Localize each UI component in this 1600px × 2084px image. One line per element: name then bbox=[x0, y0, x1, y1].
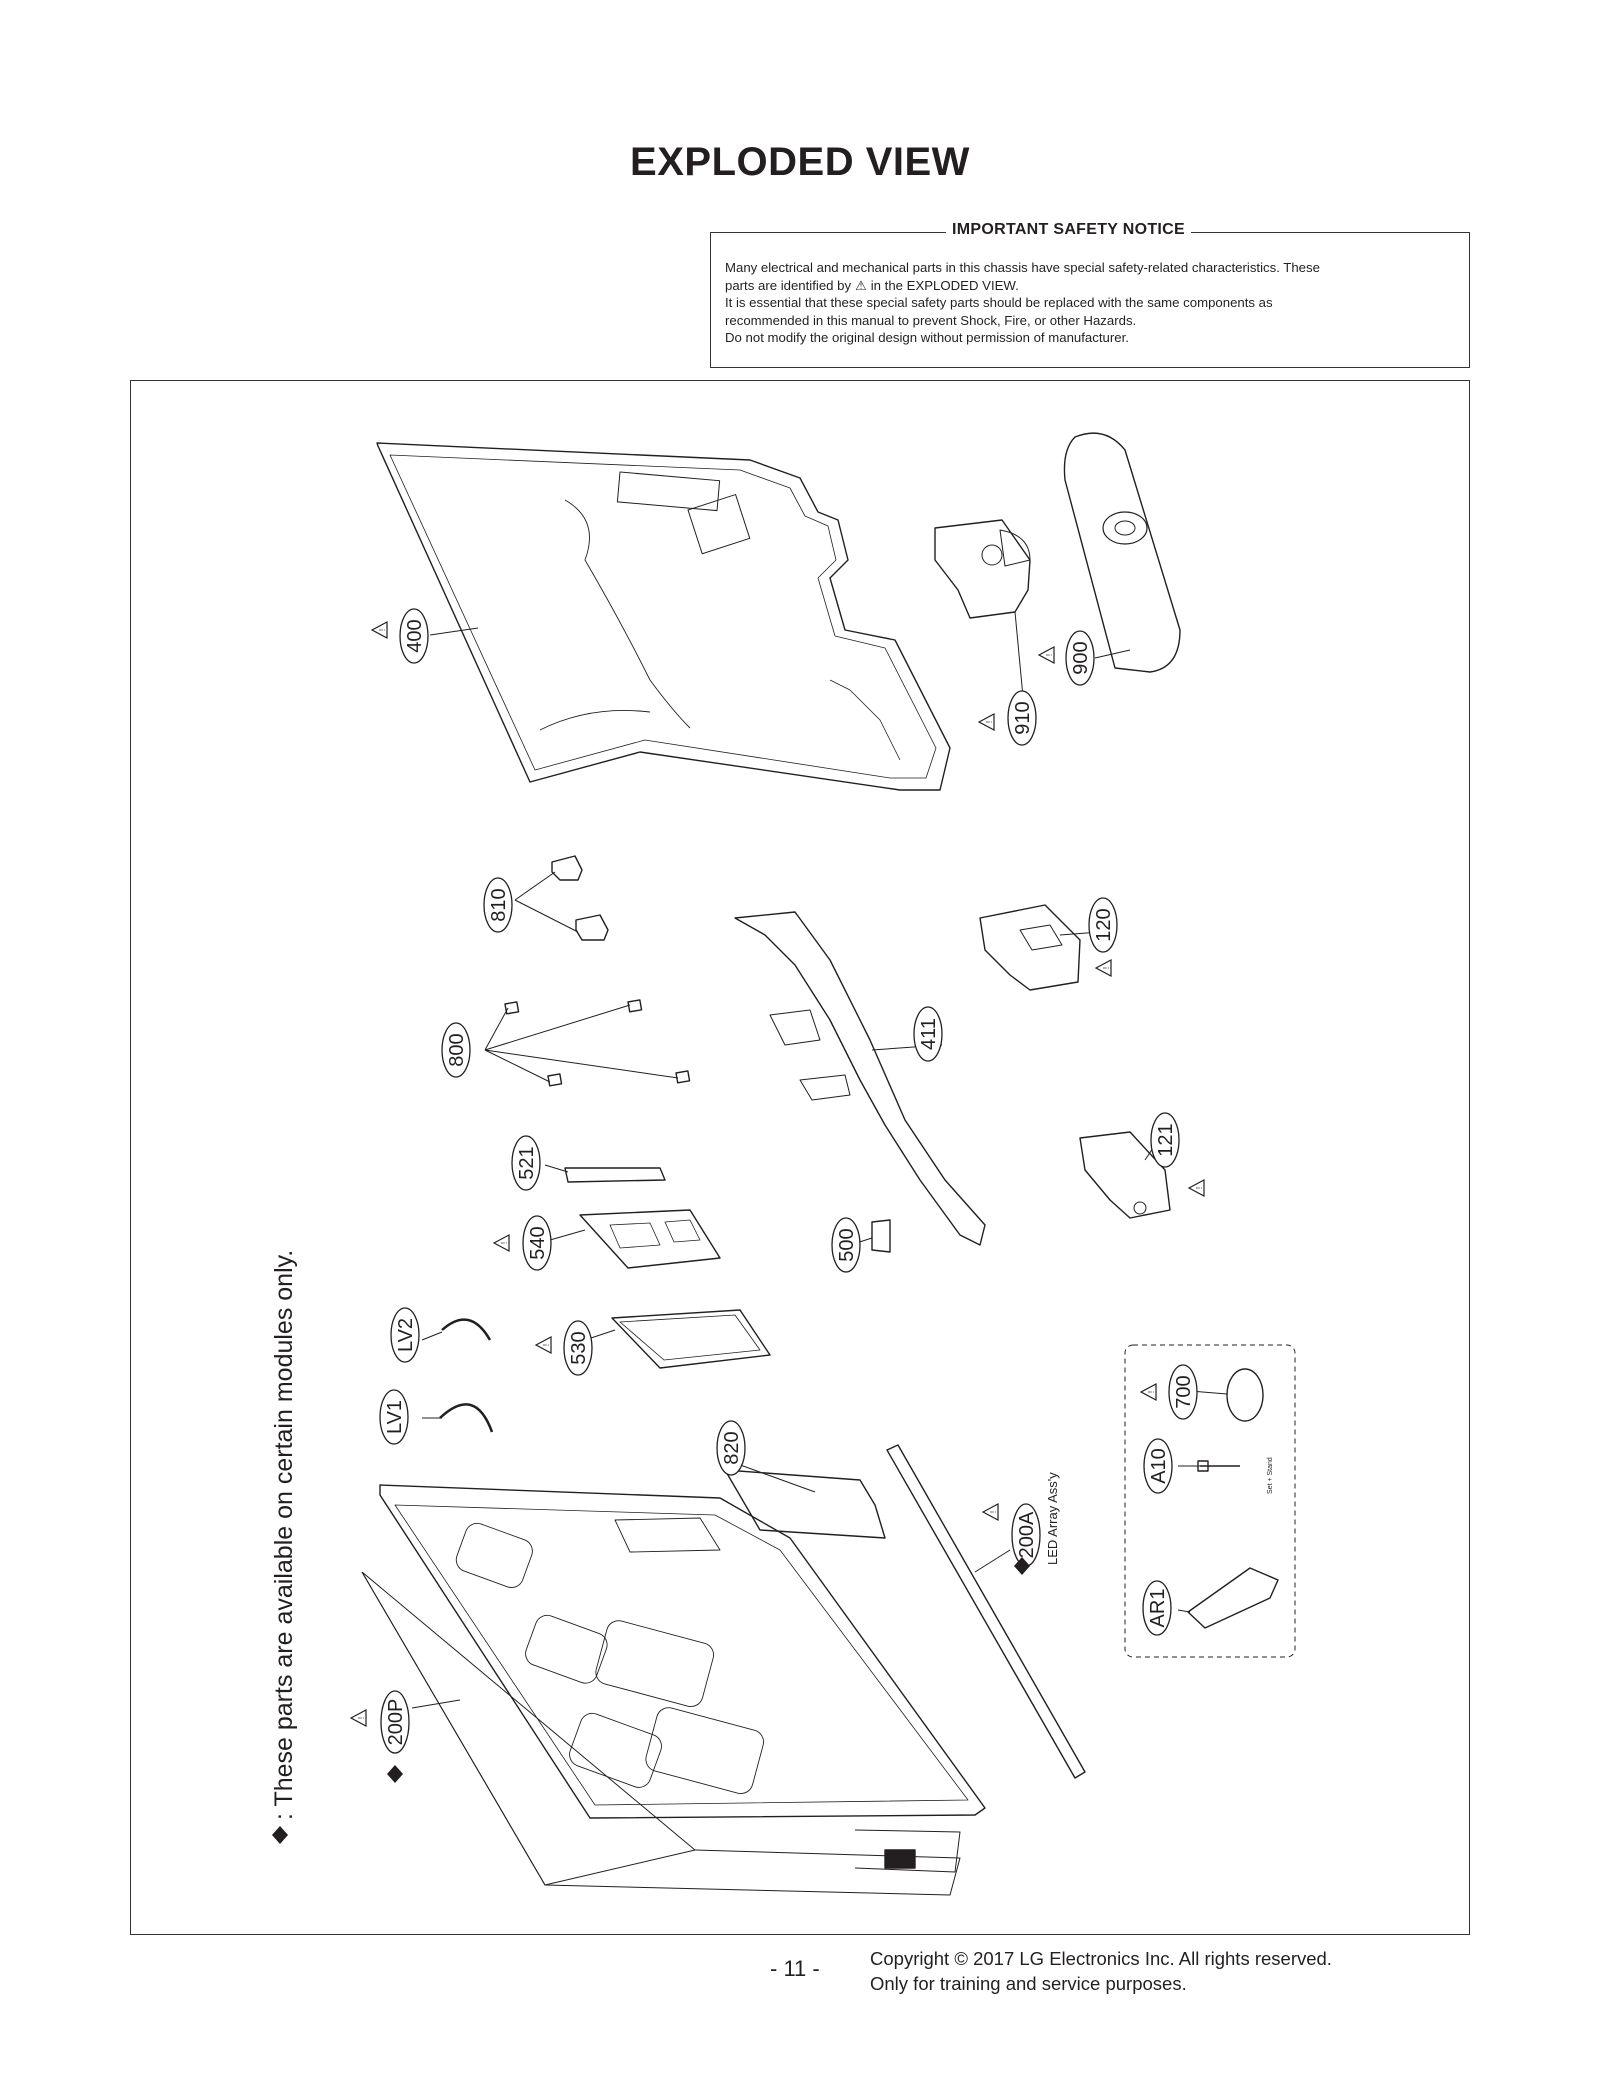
safety-notice-line: Do not modify the original design withou… bbox=[725, 330, 1129, 345]
safety-notice-title: IMPORTANT SAFETY NOTICE bbox=[946, 221, 1191, 239]
part-label-121: 121 bbox=[1155, 1123, 1177, 1156]
safety-notice-line: parts are identified by⚠in the EXPLODED … bbox=[725, 277, 1455, 295]
warning-triangle-icon: ⚠ bbox=[855, 277, 867, 293]
accessory-cable-part bbox=[1226, 1368, 1264, 1422]
part-label-lv1: LV1 bbox=[384, 1400, 406, 1434]
stand-base-part bbox=[1063, 432, 1181, 673]
part-label-400: 400 bbox=[404, 619, 426, 652]
accessory-box bbox=[1124, 1344, 1296, 1658]
safety-notice-line: Many electrical and mechanical parts in … bbox=[725, 260, 1320, 275]
ir-board-part bbox=[564, 1167, 666, 1183]
panel-module-part bbox=[379, 1484, 986, 1819]
page-title: EXPLODED VIEW bbox=[630, 140, 970, 184]
screw-note: Set + Stand bbox=[1267, 1457, 1274, 1494]
main-board-part bbox=[579, 1209, 721, 1269]
safety-notice-fragment: in the EXPLODED VIEW. bbox=[870, 277, 1019, 293]
speaker-part bbox=[979, 904, 1081, 991]
led-bar-part bbox=[886, 1444, 1086, 1779]
power-board-part bbox=[611, 1309, 771, 1369]
part-label-800: 800 bbox=[446, 1033, 468, 1066]
cable-part bbox=[441, 1318, 492, 1341]
back-cover-part bbox=[376, 442, 951, 791]
side-note: : These parts are available on certain m… bbox=[270, 1250, 298, 1820]
part-label-120: 120 bbox=[1093, 908, 1115, 941]
safety-notice-box: IMPORTANT SAFETY NOTICE Many electrical … bbox=[710, 221, 1470, 368]
part-label-200a: 200A bbox=[1016, 1511, 1038, 1558]
copyright-line: Copyright © 2017 LG Electronics Inc. All… bbox=[870, 1948, 1332, 1969]
diamond-icon bbox=[387, 1765, 403, 1783]
screw-part bbox=[1197, 1460, 1240, 1472]
part-label-a10: A10 bbox=[1148, 1448, 1170, 1484]
cable-part bbox=[439, 1403, 494, 1433]
part-label-530: 530 bbox=[568, 1331, 590, 1364]
page-number: - 11 - bbox=[770, 1956, 820, 1981]
exploded-view-frame bbox=[130, 380, 1470, 1935]
rear-bar-part bbox=[734, 911, 986, 1246]
warning-triangle-icon bbox=[350, 621, 1205, 1727]
part-label-521: 521 bbox=[516, 1146, 538, 1179]
diamond-icon bbox=[272, 1826, 288, 1844]
part-label-411: 411 bbox=[918, 1018, 940, 1050]
led-array-label: LED Array Ass'y bbox=[1045, 1472, 1060, 1565]
safety-notice-text: Many electrical and mechanical parts in … bbox=[725, 259, 1455, 347]
part-label-700: 700 bbox=[1173, 1375, 1195, 1408]
part-label-500: 500 bbox=[836, 1228, 858, 1261]
part-label-540: 540 bbox=[527, 1226, 549, 1259]
part-label-900: 900 bbox=[1070, 641, 1092, 674]
speaker-part bbox=[1079, 1131, 1171, 1219]
part-label-820: 820 bbox=[721, 1431, 743, 1464]
part-label-910: 910 bbox=[1012, 701, 1034, 734]
copyright-line: Only for training and service purposes. bbox=[870, 1973, 1187, 1994]
part-label-810: 810 bbox=[488, 888, 510, 921]
remote-part bbox=[1187, 1567, 1279, 1629]
stand-body-part bbox=[934, 519, 1031, 619]
small-board-part bbox=[871, 1219, 891, 1253]
part-label-lv2: LV2 bbox=[395, 1318, 417, 1352]
bracket-part bbox=[551, 855, 609, 941]
copyright-block: Copyright © 2017 LG Electronics Inc. All… bbox=[870, 1946, 1332, 1996]
shield-part bbox=[724, 1469, 886, 1539]
safety-notice-line: recommended in this manual to prevent Sh… bbox=[725, 312, 1137, 328]
diamond-icon bbox=[1014, 1557, 1030, 1575]
part-label-ar1: AR1 bbox=[1147, 1589, 1169, 1628]
panel-sheet-part bbox=[361, 1571, 961, 1896]
safety-notice-fragment: parts are identified by bbox=[725, 277, 852, 293]
safety-notice-line: It is essential that these special safet… bbox=[725, 295, 1273, 310]
part-label-200p: 200P bbox=[385, 1699, 407, 1746]
